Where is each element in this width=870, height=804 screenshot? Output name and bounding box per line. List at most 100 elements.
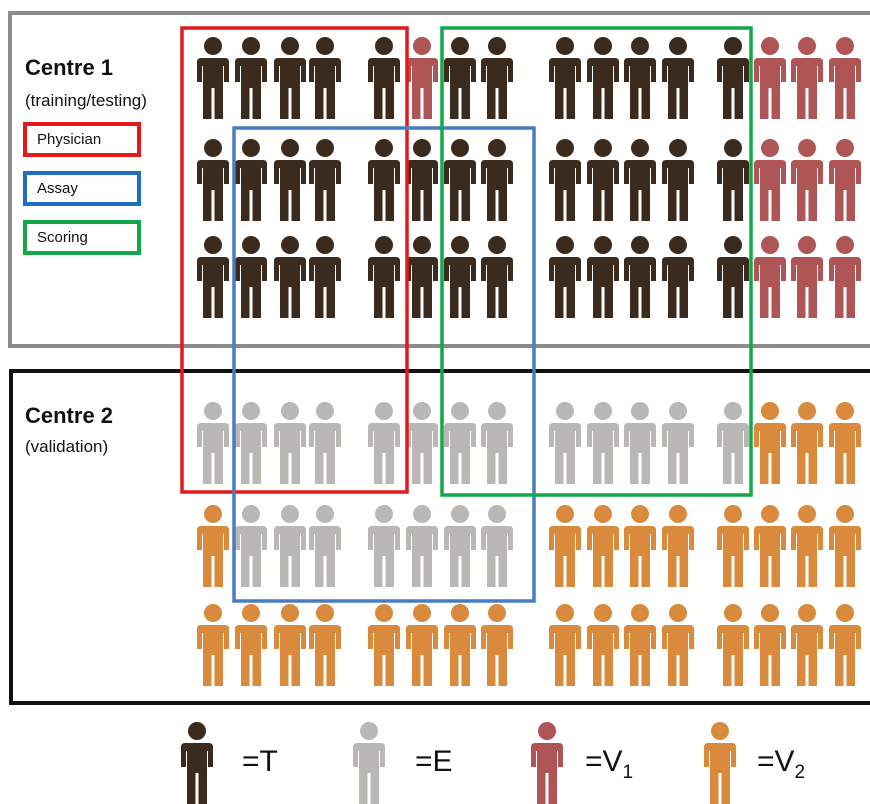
person-icon-T: [444, 139, 476, 221]
person-icon-V2: [791, 402, 823, 484]
person-icon-V2: [197, 604, 229, 686]
person-icon-E: [274, 402, 306, 484]
person-icon-T: [549, 139, 581, 221]
person-icon-V2: [481, 604, 513, 686]
person-icon-T: [624, 236, 656, 318]
person-icon-T: [549, 236, 581, 318]
person-icon-T: [549, 37, 581, 119]
person-icon-key-T: [181, 722, 213, 804]
person-icon-V2: [549, 505, 581, 587]
person-icon-T: [587, 37, 619, 119]
person-icon-T: [309, 37, 341, 119]
person-icon-V1: [791, 139, 823, 221]
person-icon-T: [481, 139, 513, 221]
person-icon-T: [197, 236, 229, 318]
person-icon-key-E: [353, 722, 385, 804]
person-icon-T: [406, 236, 438, 318]
person-icon-V2: [624, 505, 656, 587]
person-icon-key-V2: [704, 722, 736, 804]
person-icon-E: [481, 402, 513, 484]
person-icon-T: [444, 236, 476, 318]
person-icon-V2: [235, 604, 267, 686]
person-icon-V1: [791, 236, 823, 318]
person-icon-T: [235, 139, 267, 221]
physician-group-outline: [180, 26, 409, 494]
person-icon-V1: [754, 139, 786, 221]
person-icon-T: [309, 236, 341, 318]
centre1-frame: [8, 11, 870, 348]
person-icon-V2: [624, 604, 656, 686]
person-icon-E: [274, 505, 306, 587]
person-icon-V2: [829, 604, 861, 686]
person-icon-T: [481, 236, 513, 318]
person-icon-T: [197, 37, 229, 119]
person-icon-V2: [197, 505, 229, 587]
person-icon-V2: [791, 505, 823, 587]
key-icons: [181, 722, 736, 804]
person-icon-E: [368, 402, 400, 484]
person-icon-V2: [662, 604, 694, 686]
person-icon-V1: [829, 139, 861, 221]
person-icon-E: [368, 505, 400, 587]
person-icon-E: [444, 505, 476, 587]
person-icon-V2: [754, 505, 786, 587]
scoring-legend-box: Scoring: [23, 220, 141, 255]
person-icon-E: [197, 402, 229, 484]
assay-group-outline: [232, 126, 536, 603]
person-icon-T: [587, 236, 619, 318]
person-icon-V1: [754, 37, 786, 119]
person-icon-E: [662, 402, 694, 484]
centre1-subtitle: (training/testing): [25, 91, 147, 110]
person-icon-E: [309, 505, 341, 587]
person-icon-E: [235, 402, 267, 484]
person-icon-E: [235, 505, 267, 587]
person-icon-V2: [309, 604, 341, 686]
person-icon-E: [444, 402, 476, 484]
person-icon-V2: [829, 505, 861, 587]
person-icon-V2: [754, 604, 786, 686]
person-icon-V2: [717, 505, 749, 587]
person-icon-T: [717, 139, 749, 221]
person-icon-V2: [587, 505, 619, 587]
person-icon-T: [662, 37, 694, 119]
person-icon-T: [274, 236, 306, 318]
person-icon-T: [444, 37, 476, 119]
person-icon-V2: [587, 604, 619, 686]
person-icon-T: [235, 37, 267, 119]
centre1-title: Centre 1: [25, 55, 114, 80]
person-icon-T: [197, 139, 229, 221]
assay-legend-box: Assay: [23, 171, 141, 206]
person-icon-key-V1: [531, 722, 563, 804]
assay-legend-label: Assay: [37, 180, 78, 197]
person-icon-T: [235, 236, 267, 318]
person-icon-E: [309, 402, 341, 484]
person-icon-T: [481, 37, 513, 119]
key-label-T: =T: [242, 745, 278, 778]
person-icon-T: [368, 37, 400, 119]
person-icon-T: [662, 236, 694, 318]
person-icon-T: [587, 139, 619, 221]
person-icon-V2: [791, 604, 823, 686]
person-icon-E: [481, 505, 513, 587]
person-icon-V1: [829, 236, 861, 318]
person-icon-V1: [829, 37, 861, 119]
person-icon-T: [274, 139, 306, 221]
person-icon-V2: [549, 604, 581, 686]
person-icon-T: [662, 139, 694, 221]
person-icon-E: [549, 402, 581, 484]
person-icon-E: [624, 402, 656, 484]
person-icon-T: [309, 139, 341, 221]
person-icon-T: [368, 236, 400, 318]
person-icon-T: [406, 139, 438, 221]
person-icon-V2: [829, 402, 861, 484]
person-icon-V1: [754, 236, 786, 318]
person-icon-V2: [717, 604, 749, 686]
person-icon-T: [624, 37, 656, 119]
person-icon-T: [274, 37, 306, 119]
person-icon-V1: [406, 37, 438, 119]
person-icon-E: [717, 402, 749, 484]
people-grid: [197, 37, 861, 686]
person-icon-V1: [791, 37, 823, 119]
